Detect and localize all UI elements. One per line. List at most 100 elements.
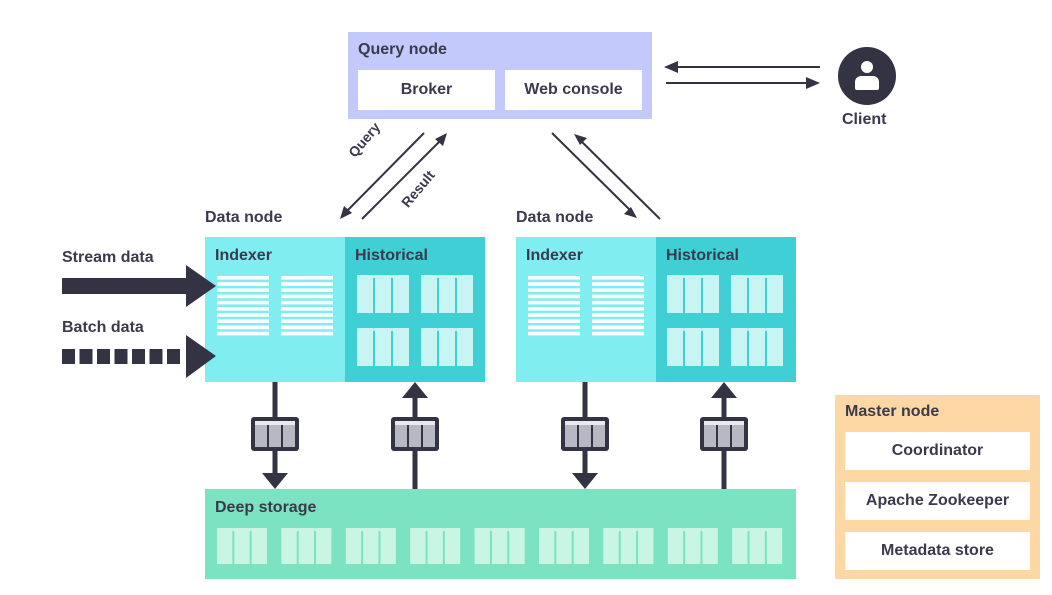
historical-2-segment [767,275,783,313]
indexer-2-to-deep-storage-arrow-head [572,473,598,489]
indexer-1-to-deep-storage-arrow-head [262,473,288,489]
deep-storage-segment-top [667,528,718,531]
deep-storage-segment [732,528,748,564]
segment-icon-col [283,421,295,447]
historical-2-segment [703,328,719,366]
master-node-title: Master node [845,403,940,420]
deep-storage-segment [702,528,718,564]
historical-2-segment [731,275,747,313]
historical-2-segment [767,328,783,366]
person-icon [838,47,896,105]
deep-storage-segment [316,528,332,564]
historical-1-segment [421,275,437,313]
segment-icon-col [395,421,407,447]
query-node: Query node Broker Web console [348,32,652,119]
deep-storage-segment [667,528,684,564]
indexer-2-segment-row [528,313,580,317]
historical-2-segment-top [731,328,783,331]
historical-2-segment-top [731,275,783,278]
indexer-1-segment-row [217,294,269,299]
deep-storage-segment [556,528,572,564]
deep-storage-segment [217,528,233,564]
deep-storage-segment [539,528,555,564]
indexer-1-segment-row [217,307,269,311]
historical-1-segment-top [421,275,473,278]
segment-icon-col [409,421,421,447]
batch-data-arrow-block [114,349,128,364]
query-arrow-head [340,206,352,219]
segment-icon-col [423,421,435,447]
deep-storage-title: Deep storage [215,499,317,516]
batch-data-arrow-block [167,349,180,364]
historical-2-segment [667,328,683,366]
deep-storage-segment [281,528,297,564]
indexer-1-segment-row [217,319,269,323]
indexer-2-segment-row [528,319,580,323]
deep-storage-segment [380,528,396,564]
deep-storage-segment [620,528,637,564]
indexer-1-segment-row [281,300,333,305]
deep-storage-segment [603,528,619,564]
batch-data-arrow-block [132,349,145,364]
broker-box: Broker [358,70,495,110]
historical-2-segment [749,275,765,313]
indexer-2-segment-row [592,276,644,280]
indexer-1-segment-row [217,300,269,305]
client-to-query-arrow-head [664,61,678,73]
coordinator-box: Coordinator [845,432,1030,470]
indexer-2-segment-row [592,319,644,323]
segment-icon-col [579,421,591,447]
indexer-2-segment-row [528,300,580,305]
deep-storage-segment [444,528,461,564]
segment-icon-col [593,421,605,447]
deep-storage-segment [491,528,508,564]
segment-icon-top [255,421,295,425]
deep-storage-segment [410,528,426,564]
historical-1-segment [357,328,373,366]
historical-2-segment [731,328,747,366]
indexer-2-segment-row [528,325,580,330]
segment-icon-col [704,421,716,447]
result-arrow-line [361,138,443,220]
data-node-2-title: Data node [516,209,594,226]
historical-2-segment-top [667,275,719,278]
client-label: Client [842,111,887,128]
indexer-1-segment-row [281,282,333,286]
segment-icon-col [732,421,744,447]
deep-storage-segment [345,528,362,564]
indexer-1-segment-row [217,276,269,280]
historical-2-segment [703,275,719,313]
indexer-1-segment-row [281,294,333,299]
result-arrow-2-head [574,134,587,145]
segment-icon-col [269,421,281,447]
zookeeper-box: Apache Zookeeper [845,482,1030,520]
historical-1-segment-top [357,275,409,278]
indexer-2-segment-row [528,331,580,336]
deep-storage-segment-top [345,528,396,531]
segment-icon-col [718,421,730,447]
deep-storage-segment [509,528,525,564]
historical-1-segment [421,328,437,366]
query-node-title: Query node [358,41,447,58]
indexer-2-segment-row [528,307,580,311]
indexer-2-segment-row [592,294,644,299]
historical-1-segment [439,328,455,366]
batch-data-arrow-block [149,349,163,364]
indexer-2-segment-row [592,282,644,286]
deep-storage-segment [638,528,654,564]
historical-2-segment [749,328,765,366]
segment-icon-top [704,421,744,425]
indexer-1-segment-row [281,276,333,280]
deep-storage-segment [685,528,701,564]
batch-data-arrow-block [97,349,110,364]
indexer-1-segment-row [217,325,269,330]
deep-storage-segment-top [281,528,332,531]
indexer-2-segment-row [592,300,644,305]
deep-storage-to-historical-1-arrow-head [402,382,428,398]
indexer-1-segment-row [217,288,269,292]
deep-storage-segment [766,528,783,564]
historical-1-label: Historical [355,247,428,264]
batch-data-arrow-block [62,349,75,364]
indexer-2-segment-row [528,288,580,292]
